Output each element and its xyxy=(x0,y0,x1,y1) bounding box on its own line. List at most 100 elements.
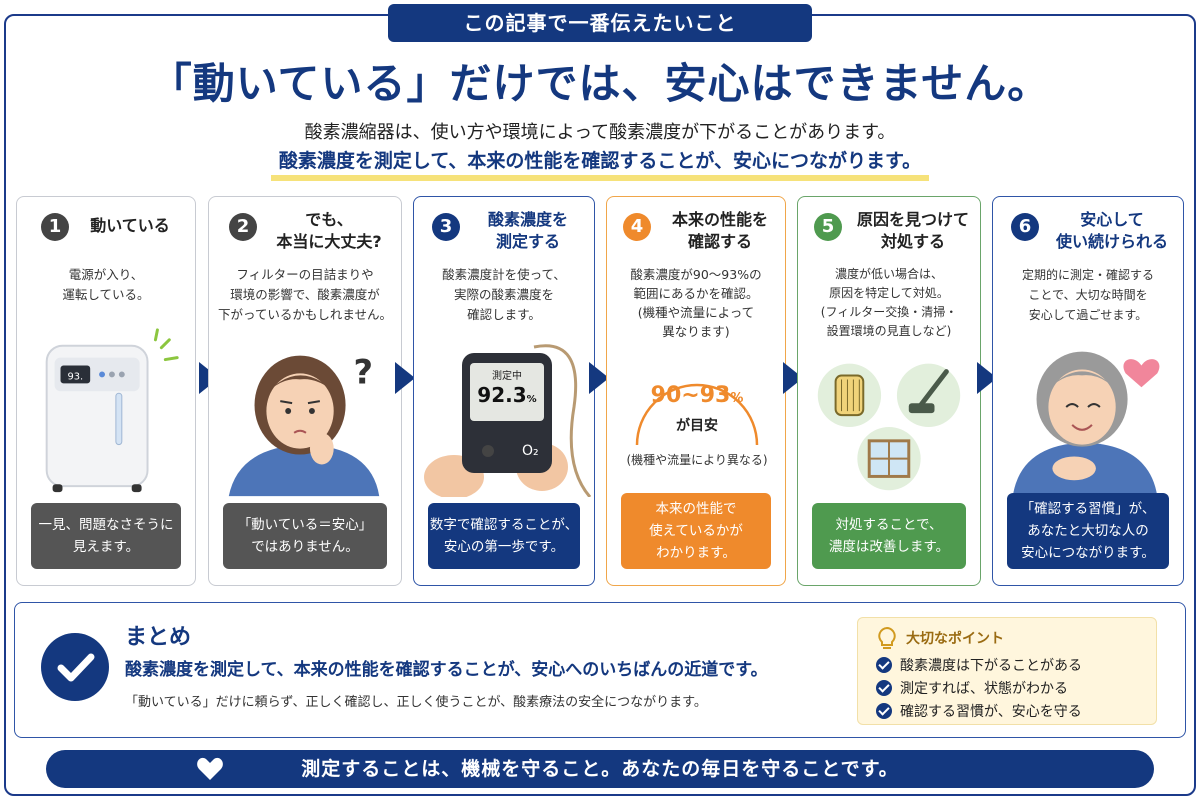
step-title: 動いている xyxy=(73,215,187,237)
step-title-line: でも、 xyxy=(305,210,353,229)
step-title-line: 本当に大丈夫? xyxy=(276,232,382,251)
step-card-1: 1 動いている 電源が入り、 運転している。 93. 一見、問題なさそうに 見え… xyxy=(16,196,196,586)
step-footer: 数字で確認することが、 安心の第一歩です。 xyxy=(428,503,580,569)
step-card-6: 6 安心して 使い続けられる 定期的に測定・確認する ことで、大切な時間を 安心… xyxy=(992,196,1184,586)
step-text: 濃度が低い場合は、 xyxy=(834,267,943,281)
oxygen-concentrator-icon: 93. xyxy=(45,328,179,493)
key-point: 測定すれば、状態がわかる xyxy=(876,679,1068,699)
step-number: 6 xyxy=(1011,213,1039,241)
range-value: 90~93% xyxy=(607,383,787,408)
window-icon xyxy=(857,426,921,491)
step-number: 4 xyxy=(623,213,651,241)
step-text: 安心して過ごせます。 xyxy=(1028,308,1148,322)
meter-value: 92.3 xyxy=(477,383,527,407)
key-point: 酸素濃度は下がることがある xyxy=(876,656,1082,676)
step-title: 安心して 使い続けられる xyxy=(1049,209,1175,253)
step-text: 下がっているかもしれません。 xyxy=(217,307,392,322)
step-number: 5 xyxy=(814,213,842,241)
step-title: でも、 本当に大丈夫? xyxy=(265,209,393,253)
key-points-title: 大切なポイント xyxy=(906,631,1004,647)
meter-reading: 92.3% xyxy=(470,383,544,407)
footer-banner: 測定することは、機械を守ること。あなたの毎日を守ることです。 xyxy=(46,750,1154,788)
step-description: 濃度が低い場合は、 原因を特定して対処。 (フィルター交換・清掃・ 設置環境の見… xyxy=(806,265,972,341)
step-footer: 一見、問題なさそうに 見えます。 xyxy=(31,503,181,569)
headline: 「動いている」だけでは、安心はできません。 xyxy=(149,59,1051,108)
step-title-line: 安心して xyxy=(1080,210,1144,229)
heart-icon xyxy=(197,757,223,780)
check-icon xyxy=(876,680,892,696)
subheading: 酸素濃縮器は、使い方や環境によって酸素濃度が下がることがあります。 xyxy=(304,122,896,143)
highlight-line: 酸素濃度を測定して、本来の性能を確認することが、安心につながります。 xyxy=(0,146,1200,181)
step-number: 1 xyxy=(41,213,69,241)
summary-main: 酸素濃度を測定して、本来の性能を確認することが、安心へのいちばんの近道です。 xyxy=(125,660,768,680)
step-title-line: 測定する xyxy=(495,232,560,251)
footer-text: ではありません。 xyxy=(251,539,359,555)
footer-message: 測定することは、機械を守ること。あなたの毎日を守ることです。 xyxy=(301,758,899,780)
arrow-icon xyxy=(395,362,415,394)
step-title-line: 動いている xyxy=(90,216,170,235)
footer-text: 数字で確認することが、 xyxy=(429,517,579,533)
step-title-line: 酸素濃度を xyxy=(487,210,568,229)
footer-text: 一見、問題なさそうに xyxy=(38,517,174,533)
step-card-3: 3 酸素濃度を 測定する 酸素濃度計を使って、 実際の酸素濃度を 確認します。 … xyxy=(413,196,595,586)
o2-label: O₂ xyxy=(522,443,539,459)
step-text: 異なります) xyxy=(662,324,730,339)
oxygen-meter-icon: O₂ 測定中 92.3% xyxy=(414,327,594,497)
step-footer: 本来の性能で 使えているかが わかります。 xyxy=(621,493,771,569)
top-tag: この記事で一番伝えたいこと xyxy=(388,4,812,42)
footer-text: 「動いている＝安心」 xyxy=(237,517,373,533)
footer-text: あなたと大切な人の xyxy=(1027,523,1149,539)
step-title: 本来の性能を 確認する xyxy=(663,209,777,253)
step-card-5: 5 原因を見つけて 対処する 濃度が低い場合は、 原因を特定して対処。 (フィル… xyxy=(797,196,981,586)
check-icon xyxy=(876,657,892,673)
range-unit: % xyxy=(730,391,744,406)
footer-text: 濃度は改善します。 xyxy=(828,539,950,555)
footer-text: 使えているかが xyxy=(649,523,743,539)
key-point-text: 酸素濃度は下がることがある xyxy=(900,658,1082,674)
step-text: 酸素濃度が90～93%の xyxy=(630,267,762,282)
meter-status: 測定中 xyxy=(492,371,522,382)
step-footer: 対処することで、 濃度は改善します。 xyxy=(812,503,966,569)
step-footer: 「動いている＝安心」 ではありません。 xyxy=(223,503,387,569)
worried-person-icon: ? xyxy=(228,352,380,497)
step-text: (機種や流量によって xyxy=(637,305,755,320)
step-title-line: 原因を見つけて xyxy=(856,210,969,229)
step-text: 確認します。 xyxy=(467,307,541,322)
svg-text:93.: 93. xyxy=(67,371,83,382)
maintenance-icons xyxy=(817,363,961,491)
arrow-icon xyxy=(589,362,609,394)
svg-text:?: ? xyxy=(353,352,373,391)
step-text: 範囲にあるかを確認。 xyxy=(633,286,759,301)
step-description: 酸素濃度が90～93%の 範囲にあるかを確認。 (機種や流量によって 異なります… xyxy=(615,265,777,341)
filter-icon xyxy=(817,363,882,427)
step-description: 電源が入り、 運転している。 xyxy=(25,265,187,305)
step-text: 定期的に測定・確認する xyxy=(1021,268,1154,282)
check-circle-icon xyxy=(41,633,109,701)
footer-text: 対処することで、 xyxy=(835,517,943,533)
step-title-line: 使い続けられる xyxy=(1055,232,1168,251)
step-footer: 「確認する習慣」が、 あなたと大切な人の 安心につながります。 xyxy=(1007,493,1169,569)
step-number: 3 xyxy=(432,213,460,241)
step-text: (フィルター交換・清掃・ xyxy=(820,305,958,319)
key-point: 確認する習慣が、安心を守る xyxy=(876,702,1082,722)
step-title-line: 本来の性能を xyxy=(671,210,768,229)
step-title: 原因を見つけて 対処する xyxy=(854,209,972,253)
meter-unit: % xyxy=(526,394,537,405)
smiling-elder-icon xyxy=(1012,351,1160,497)
range-note: (機種や流量により異なる) xyxy=(626,453,768,467)
step-description: フィルターの目詰まりや 環境の影響で、酸素濃度が 下がっているかもしれません。 xyxy=(217,265,393,325)
check-icon xyxy=(876,703,892,719)
step-text: 電源が入り、 xyxy=(68,267,144,282)
step-text: 設置環境の見直しなど) xyxy=(826,324,952,338)
highlight-text: 酸素濃度を測定して、本来の性能を確認することが、安心につながります。 xyxy=(270,146,930,181)
step-text: 環境の影響で、酸素濃度が xyxy=(230,287,380,302)
step-title: 酸素濃度を 測定する xyxy=(470,209,586,253)
footer-text: 安心の第一歩です。 xyxy=(443,539,565,555)
range-number: 90~93 xyxy=(650,383,731,408)
step-card-4: 4 本来の性能を 確認する 酸素濃度が90～93%の 範囲にあるかを確認。 (機… xyxy=(606,196,786,586)
key-point-text: 確認する習慣が、安心を守る xyxy=(900,704,1082,720)
range-gauge-icon: 90~93% が目安 (機種や流量により異なる) xyxy=(607,355,785,485)
range-caption: が目安 xyxy=(676,418,718,434)
summary-title: まとめ xyxy=(125,625,192,650)
heart-icon xyxy=(1123,359,1160,388)
